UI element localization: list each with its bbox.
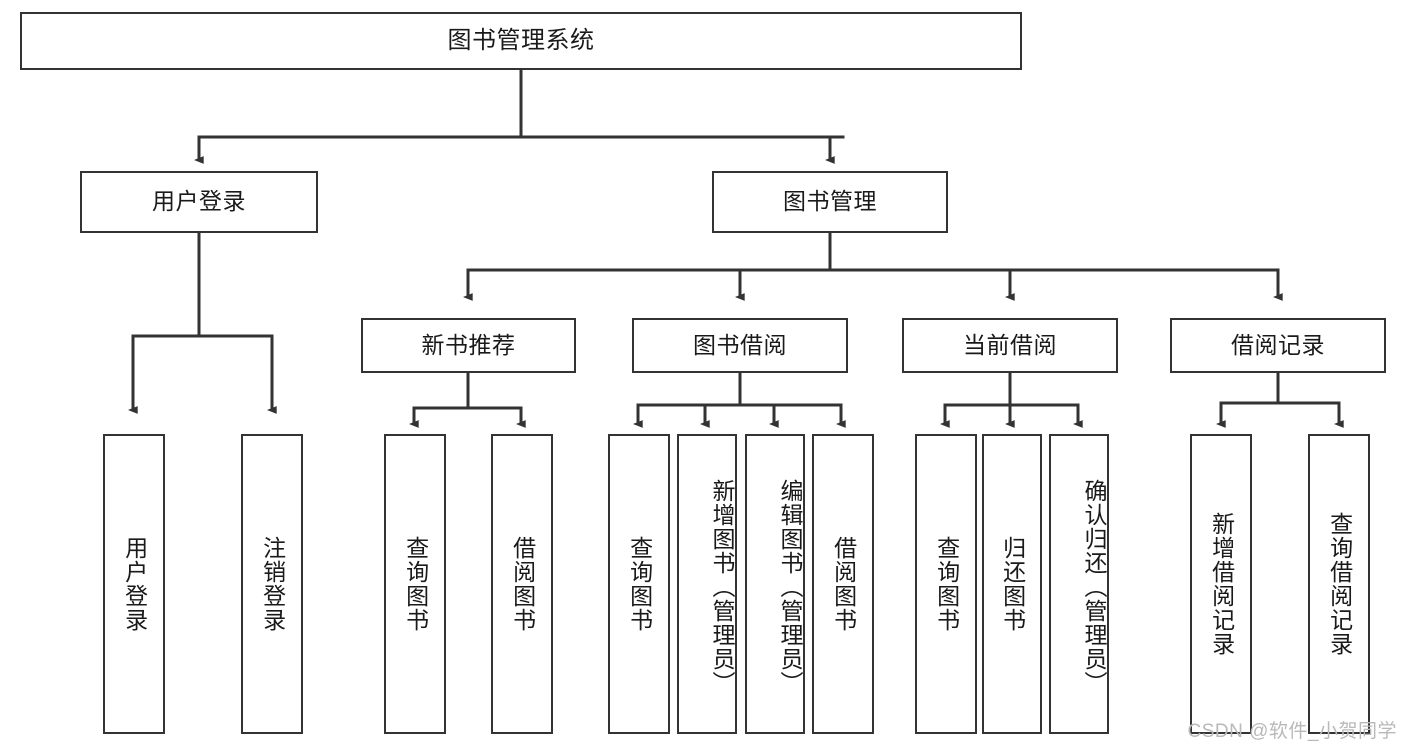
node-label: 查询图书 (933, 536, 960, 632)
node-label: 新增借阅记录 (1208, 512, 1235, 656)
csdn-watermark: CSDN @软件_小贺同学 (1187, 721, 1397, 742)
node-label: 借阅图书 (830, 536, 857, 632)
leaf-current-borrow-return-book[interactable]: 归还图书 (982, 434, 1042, 734)
leaf-book-borrow-edit-book-admin[interactable]: 编辑图书（管理员） (745, 434, 805, 734)
node-label: 查询图书 (402, 536, 429, 632)
node-label: 归还图书 (999, 536, 1026, 632)
node-borrow-record[interactable]: 借阅记录 (1170, 318, 1386, 373)
node-label: 新增图书（管理员） (709, 479, 735, 695)
node-label: 借阅图书 (509, 536, 536, 632)
leaf-current-borrow-query-book[interactable]: 查询图书 (915, 434, 977, 734)
leaf-borrow-record-query-record[interactable]: 查询借阅记录 (1308, 434, 1370, 734)
node-label: 图书借阅 (693, 331, 787, 358)
leaf-current-borrow-confirm-return-admin[interactable]: 确认归还（管理员） (1049, 434, 1109, 734)
leaf-book-borrow-query-book[interactable]: 查询图书 (608, 434, 670, 734)
node-label: 借阅记录 (1231, 331, 1325, 358)
leaf-borrow-record-add-record[interactable]: 新增借阅记录 (1190, 434, 1252, 734)
node-label: 用户登录 (152, 188, 246, 215)
node-label: 确认归还（管理员） (1081, 479, 1107, 695)
leaf-user-login-login[interactable]: 用户登录 (103, 434, 165, 734)
node-label: 注销登录 (259, 536, 286, 632)
node-label: 图书管理系统 (447, 26, 595, 54)
node-book-borrow[interactable]: 图书借阅 (632, 318, 848, 373)
leaf-book-borrow-add-book-admin[interactable]: 新增图书（管理员） (677, 434, 737, 734)
node-label: 新书推荐 (421, 331, 516, 358)
node-current-borrow[interactable]: 当前借阅 (902, 318, 1118, 373)
node-label: 当前借阅 (963, 331, 1057, 358)
node-root-book-management-system[interactable]: 图书管理系统 (20, 12, 1022, 70)
node-user-login[interactable]: 用户登录 (80, 171, 318, 233)
node-label: 用户登录 (121, 536, 148, 632)
node-label: 编辑图书（管理员） (777, 479, 803, 695)
node-label: 查询图书 (626, 536, 653, 632)
node-label: 查询借阅记录 (1326, 512, 1353, 656)
leaf-new-book-query-book[interactable]: 查询图书 (384, 434, 446, 734)
leaf-user-login-logout[interactable]: 注销登录 (241, 434, 303, 734)
node-book-management[interactable]: 图书管理 (712, 171, 948, 233)
leaf-book-borrow-borrow-book[interactable]: 借阅图书 (812, 434, 874, 734)
node-new-book-recommend[interactable]: 新书推荐 (361, 318, 576, 373)
node-label: 图书管理 (783, 188, 877, 215)
leaf-new-book-borrow-book[interactable]: 借阅图书 (491, 434, 553, 734)
